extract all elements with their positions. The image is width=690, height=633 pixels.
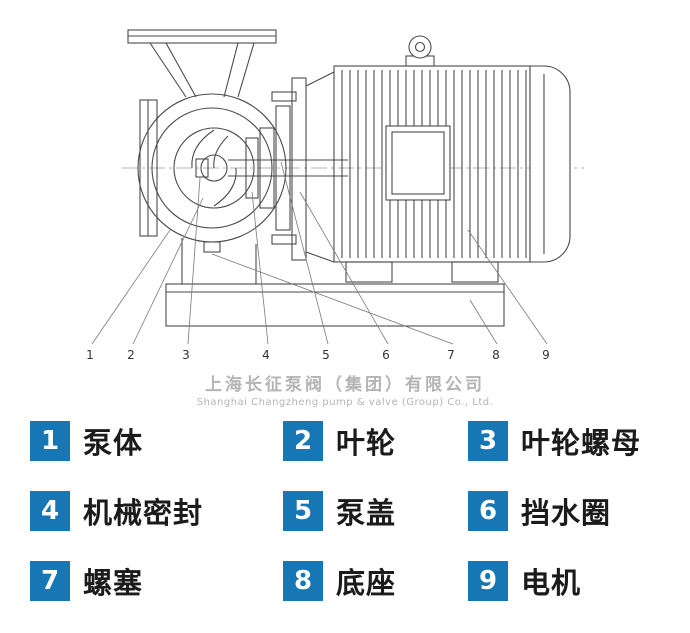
callout-3: 3 (182, 348, 190, 362)
part-number-badge: 2 (283, 421, 323, 461)
callout-8: 8 (492, 348, 500, 362)
callout-5: 5 (322, 348, 330, 362)
legend-item-pump-cover: 5 泵盖 (283, 490, 468, 532)
parts-legend: 1 泵体 2 叶轮 3 叶轮螺母 4 机械密封 5 泵盖 6 挡水圈 7 螺塞 … (0, 408, 690, 602)
callout-2: 2 (127, 348, 135, 362)
part-number-badge: 7 (30, 561, 70, 601)
part-label: 螺塞 (83, 566, 144, 600)
watermark-chinese: 上海长征泵阀（集团）有限公司 (205, 375, 485, 395)
pump-cross-section-drawing: 1 2 3 4 5 6 7 8 9 (86, 29, 584, 362)
part-number-badge: 1 (30, 421, 70, 461)
part-label: 泵盖 (336, 496, 397, 530)
motor-section (333, 35, 571, 283)
legend-item-plug-screw: 7 螺塞 (30, 560, 283, 602)
part-number-badge: 3 (468, 421, 508, 461)
legend-item-impeller-nut: 3 叶轮螺母 (468, 420, 674, 462)
callout-numbers: 1 2 3 4 5 6 7 8 9 (86, 348, 550, 362)
base-section (165, 283, 505, 327)
pump-diagram: 1 2 3 4 5 6 7 8 9 (86, 29, 584, 362)
part-label: 泵体 (83, 426, 144, 460)
part-number-badge: 5 (283, 491, 323, 531)
watermark: 上海长征泵阀（集团）有限公司 Shanghai Changzheng pump … (0, 370, 690, 408)
callout-9: 9 (542, 348, 550, 362)
callout-7: 7 (447, 348, 455, 362)
pump-section (127, 29, 348, 284)
callout-1: 1 (86, 348, 94, 362)
legend-item-motor: 9 电机 (468, 560, 674, 602)
legend-item-impeller: 2 叶轮 (283, 420, 468, 462)
part-label: 叶轮螺母 (521, 426, 642, 460)
part-label: 叶轮 (336, 426, 397, 460)
part-number-badge: 6 (468, 491, 508, 531)
callout-6: 6 (382, 348, 390, 362)
part-number-badge: 4 (30, 491, 70, 531)
legend-item-base: 8 底座 (283, 560, 468, 602)
legend-item-mechanical-seal: 4 机械密封 (30, 490, 283, 532)
legend-item-water-slinger: 6 挡水圈 (468, 490, 674, 532)
part-label: 挡水圈 (521, 496, 612, 530)
part-number-badge: 9 (468, 561, 508, 601)
callout-4: 4 (262, 348, 270, 362)
part-label: 机械密封 (83, 496, 204, 530)
part-label: 底座 (336, 566, 397, 600)
part-label: 电机 (521, 566, 582, 600)
part-number-badge: 8 (283, 561, 323, 601)
legend-item-pump-body: 1 泵体 (30, 420, 283, 462)
leader-lines (91, 161, 548, 345)
watermark-english: Shanghai Changzheng pump & valve (Group)… (196, 397, 494, 408)
